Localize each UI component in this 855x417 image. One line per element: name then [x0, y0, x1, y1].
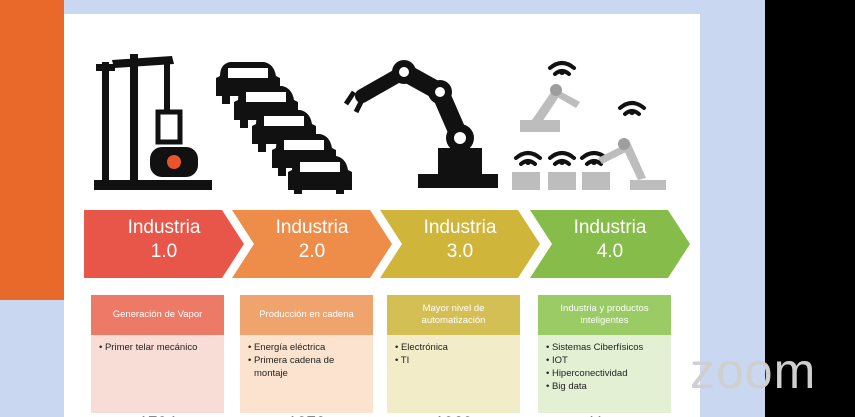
chevron-industria-1: Industria 1.0	[84, 210, 244, 278]
bullet-item: • Primer telar mecánico	[99, 342, 198, 353]
smart-factory-icon	[512, 61, 666, 190]
steam-engine-icon	[94, 54, 212, 190]
box-heading: Generación de Vapor	[91, 295, 224, 335]
stage-year: 1784	[91, 414, 224, 417]
box-body: • Energía eléctrica • Primera cadena de m…	[240, 335, 373, 413]
stage-year: 1870	[240, 414, 373, 417]
stage-box-2: Producción en cadena• Energía eléctrica•…	[240, 295, 373, 413]
stage-title: Industria	[573, 217, 647, 238]
bullet-item: • Electrónica	[395, 342, 448, 353]
chevron-label: Industria 4.0	[530, 216, 690, 264]
stage-title: Industria	[275, 217, 349, 238]
bullet-item: • Energía eléctrica	[248, 342, 326, 353]
zoom-watermark: zoom	[690, 343, 817, 399]
black-sidebar	[765, 0, 855, 417]
chevron-label: Industria 3.0	[380, 216, 540, 264]
box-heading: Industria y productos inteligentes	[538, 295, 671, 335]
bullet-item: • Primera cadena de montaje	[248, 355, 335, 379]
bullet-item: • Big data	[546, 381, 587, 392]
chevron-label: Industria 1.0	[84, 216, 244, 264]
chevron-industria-4: Industria 4.0	[530, 210, 690, 278]
box-body: • Electrónica • TI	[387, 335, 520, 413]
stage-box-4: Industria y productos inteligentes• Sist…	[538, 295, 671, 413]
robot-arm-icon	[343, 60, 498, 188]
stage-number: 4.0	[596, 241, 624, 262]
stage-title: Industria	[423, 217, 497, 238]
chevron-label: Industria 2.0	[232, 216, 392, 264]
box-heading: Mayor nivel de automatización	[387, 295, 520, 335]
chevron-industria-2: Industria 2.0	[232, 210, 392, 278]
stage-title: Industria	[127, 217, 201, 238]
stage-box-3: Mayor nivel de automatización• Electróni…	[387, 295, 520, 413]
stage-box-1: Generación de Vapor • Primer telar mecáni…	[91, 295, 224, 413]
bullet-item: • TI	[395, 355, 410, 366]
box-body: • Sistemas Ciberfísicos • IOT • Hiperconec…	[538, 335, 671, 413]
chevron-industria-3: Industria 3.0	[380, 210, 540, 278]
stage-number: 2.0	[298, 241, 326, 262]
stage-number: 3.0	[446, 241, 474, 262]
box-body: • Primer telar mecánico	[91, 335, 224, 413]
orange-band	[0, 0, 64, 300]
cars-assembly-icon	[216, 62, 352, 194]
bullet-item: • Sistemas Ciberfísicos	[546, 342, 644, 353]
stage-year: Hoy	[538, 414, 671, 417]
box-heading: Producción en cadena	[240, 295, 373, 335]
bullet-item: • IOT	[546, 355, 568, 366]
bullet-item: • Hiperconectividad	[546, 368, 628, 379]
stage-year: 1969	[387, 414, 520, 417]
stage-number: 1.0	[150, 241, 178, 262]
